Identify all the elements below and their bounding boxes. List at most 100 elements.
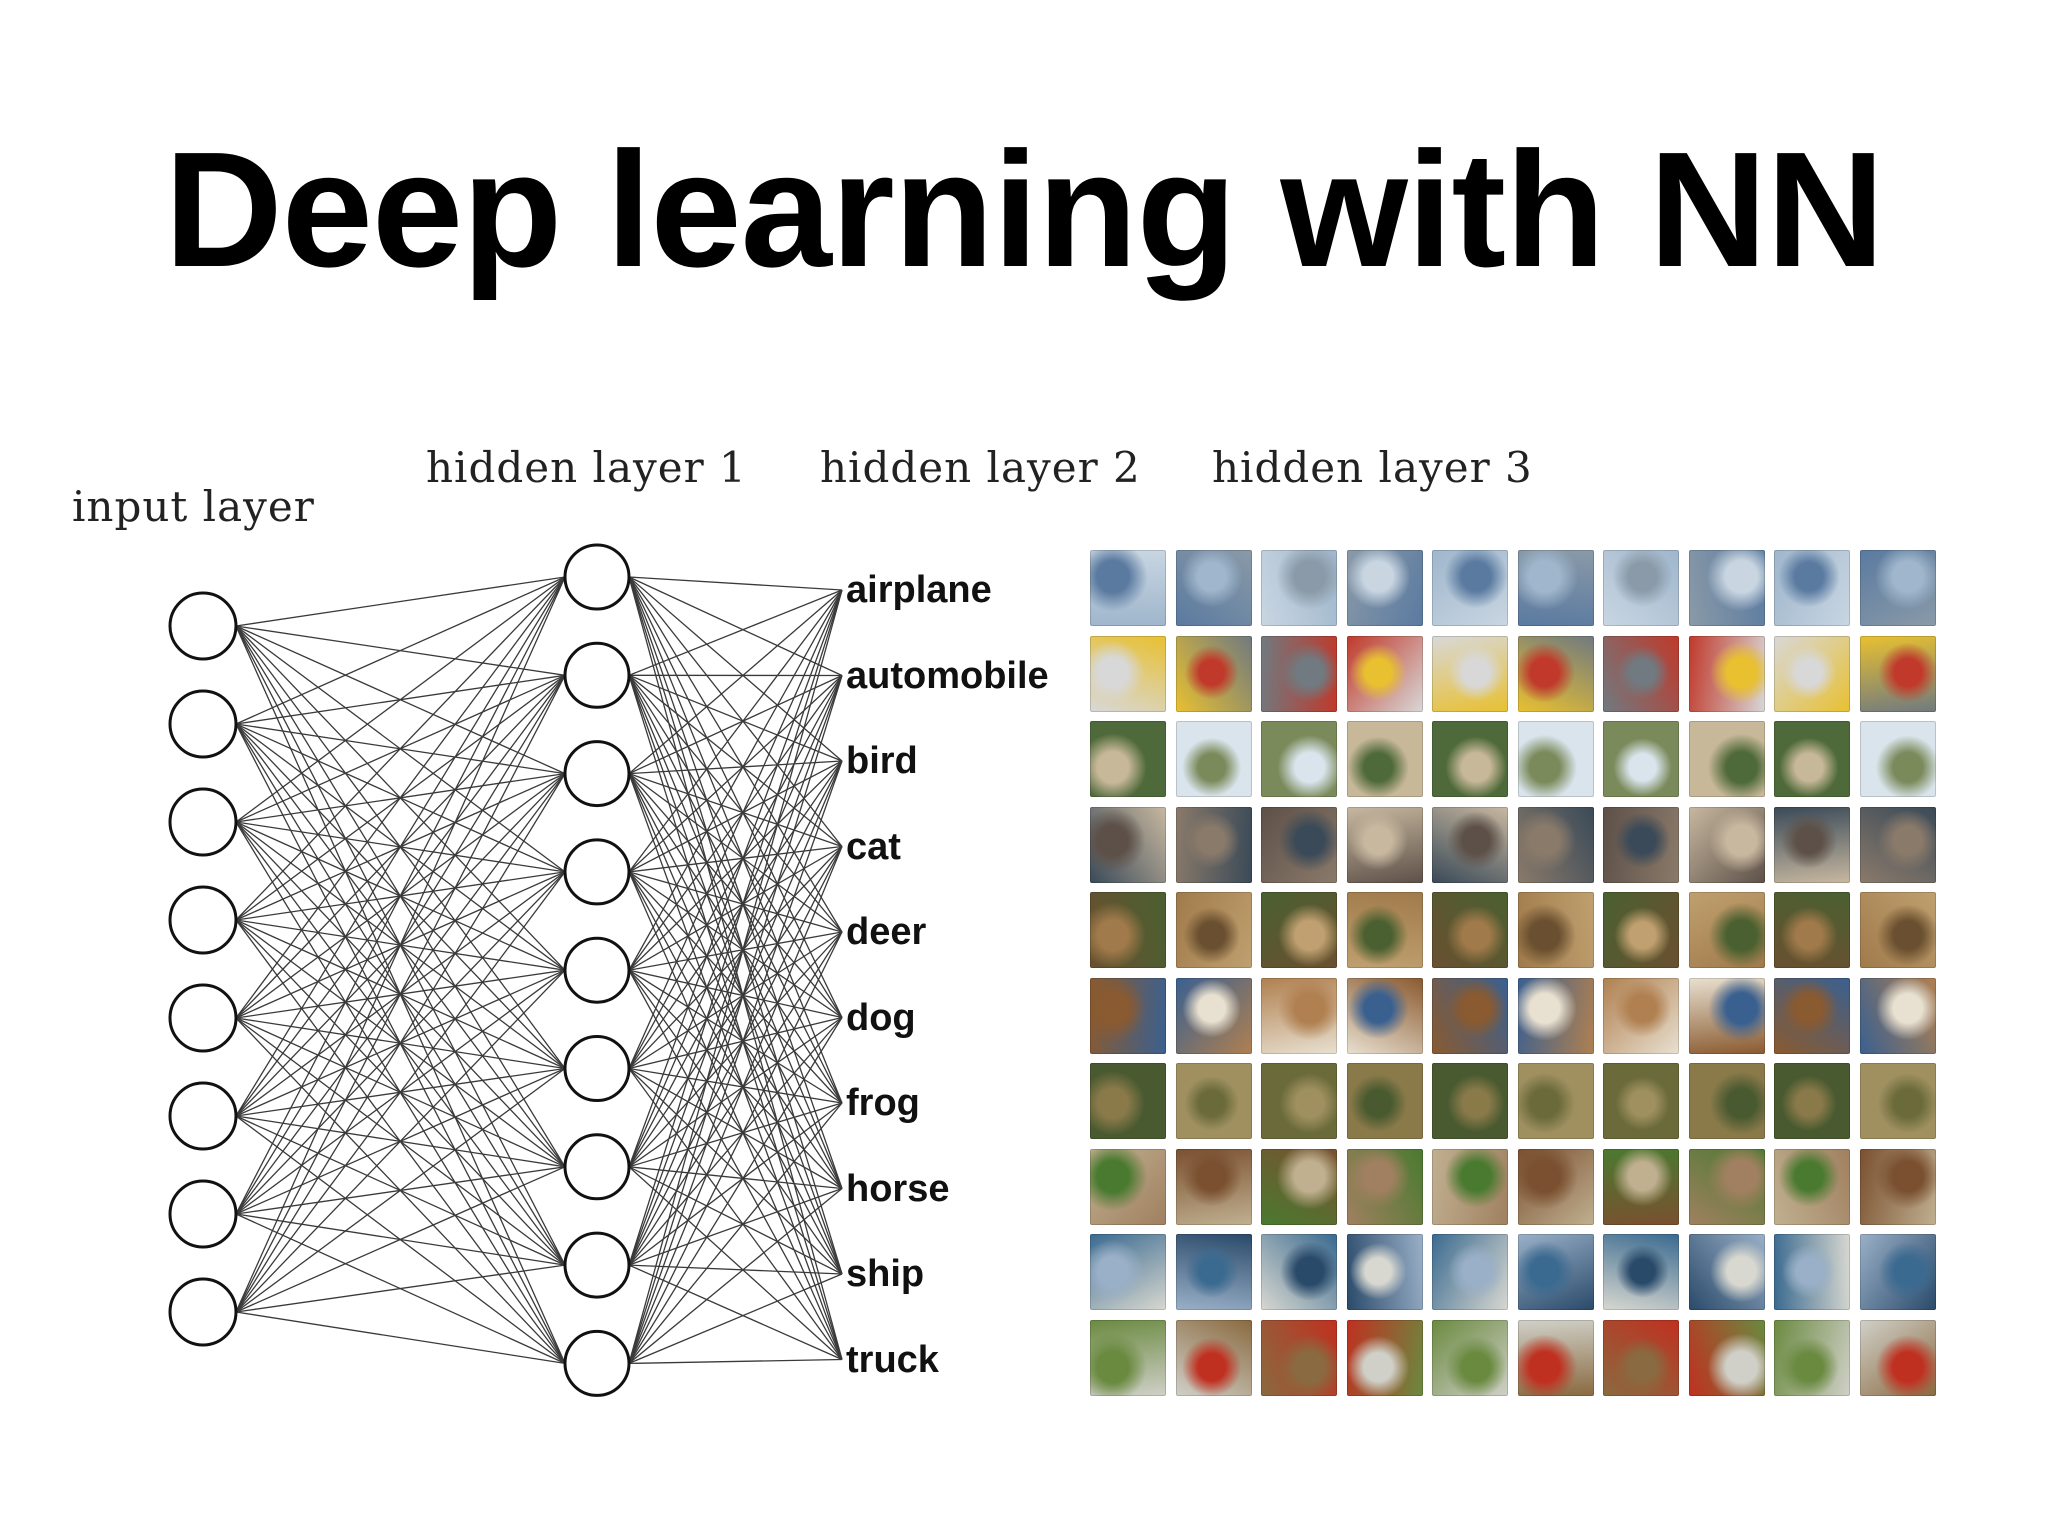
connection-line	[628, 773, 843, 1189]
connection-line	[628, 1264, 843, 1275]
connection-line	[628, 1273, 843, 1364]
connection-line	[628, 589, 843, 873]
sample-image-bird	[1688, 721, 1765, 797]
sample-image-truck	[1688, 1319, 1765, 1396]
connection-line	[628, 674, 843, 848]
connection-line	[235, 576, 566, 627]
connection-line	[628, 1187, 843, 1364]
hidden-node	[563, 936, 631, 1004]
connection-line	[628, 675, 843, 1266]
sample-image-horse	[1432, 1148, 1508, 1225]
connection-line	[235, 773, 566, 1313]
connection-line	[628, 1102, 843, 1168]
sample-image-airplane	[1517, 550, 1594, 626]
connection-line	[628, 1017, 843, 1364]
connection-line	[628, 576, 843, 762]
sample-image-dog	[1432, 977, 1508, 1054]
connection-line	[235, 576, 566, 1117]
class-label-airplane: airplane	[846, 569, 992, 611]
connection-line	[628, 760, 843, 1069]
connection-line	[628, 1187, 843, 1266]
sample-image-bird	[1774, 721, 1850, 797]
sample-image-ship	[1517, 1234, 1594, 1310]
sample-image-truck	[1432, 1319, 1508, 1396]
sample-image-truck	[1090, 1319, 1166, 1396]
connection-line	[628, 931, 843, 971]
connection-line	[628, 1016, 843, 1168]
sample-image-ship	[1603, 1234, 1679, 1310]
sample-image-airplane	[1175, 550, 1252, 626]
connection-line	[628, 589, 843, 1266]
sample-image-frog	[1859, 1063, 1936, 1139]
hidden-node	[563, 838, 631, 906]
sample-image-truck	[1261, 1319, 1337, 1396]
connection-line	[628, 576, 843, 933]
sample-image-cat	[1688, 806, 1765, 883]
hidden-node	[563, 543, 631, 611]
sample-image-truck	[1603, 1319, 1679, 1396]
sample-image-deer	[1517, 892, 1594, 968]
sample-image-automobile	[1090, 635, 1166, 712]
connection-line	[628, 871, 843, 1360]
connection-line	[628, 589, 843, 775]
connection-line	[628, 1068, 843, 1360]
connection-line	[628, 760, 843, 873]
connection-line	[628, 675, 843, 971]
connection-line	[628, 576, 843, 591]
sample-image-deer	[1603, 892, 1679, 968]
sample-image-airplane	[1774, 550, 1850, 626]
sample-image-horse	[1603, 1148, 1679, 1225]
connection-line	[628, 1017, 843, 1266]
input-node	[168, 1277, 238, 1347]
class-label-frog: frog	[846, 1082, 920, 1124]
connection-line	[628, 1358, 843, 1365]
connection-line	[628, 576, 843, 677]
connection-line	[628, 589, 843, 1364]
connection-line	[235, 969, 566, 1313]
sample-image-truck	[1175, 1319, 1252, 1396]
connection-line	[628, 589, 843, 971]
connection-line	[628, 871, 843, 933]
sample-image-bird	[1517, 721, 1594, 797]
sample-image-bird	[1261, 721, 1337, 797]
sample-image-truck	[1517, 1319, 1594, 1396]
connection-line	[628, 773, 843, 933]
connection-line	[628, 675, 843, 1189]
sample-image-automobile	[1346, 635, 1423, 712]
sample-image-frog	[1175, 1063, 1252, 1139]
connection-line	[628, 1068, 843, 1275]
sample-image-horse	[1517, 1148, 1594, 1225]
sample-image-horse	[1774, 1148, 1850, 1225]
sample-image-horse	[1090, 1148, 1166, 1225]
sample-image-bird	[1346, 721, 1423, 797]
connection-line	[628, 969, 843, 1019]
sample-image-automobile	[1859, 635, 1936, 712]
sample-image-cat	[1774, 806, 1850, 883]
connection-line	[628, 675, 843, 873]
connection-line	[628, 760, 843, 1168]
hidden-node	[563, 1329, 631, 1397]
sample-image-truck	[1346, 1319, 1423, 1396]
connection-line	[628, 674, 843, 933]
sample-image-deer	[1346, 892, 1423, 968]
connection-line	[628, 773, 843, 1360]
connection-line	[628, 846, 843, 1168]
sample-image-cat	[1346, 806, 1423, 883]
connection-line	[628, 773, 843, 1104]
sample-image-ship	[1346, 1234, 1423, 1310]
connection-line	[628, 845, 843, 971]
connection-line	[628, 871, 843, 1275]
sample-image-automobile	[1261, 635, 1337, 712]
connection-line	[628, 675, 843, 1069]
sample-image-automobile	[1603, 635, 1679, 712]
connection-line	[235, 1067, 566, 1313]
input-node	[168, 885, 238, 955]
sample-image-bird	[1090, 721, 1166, 797]
input-node	[168, 1081, 238, 1151]
connection-line	[628, 760, 843, 775]
sample-image-dog	[1261, 977, 1337, 1054]
sample-image-bird	[1859, 721, 1936, 797]
sample-image-automobile	[1432, 635, 1508, 712]
sample-image-dog	[1175, 977, 1252, 1054]
sample-image-horse	[1175, 1148, 1252, 1225]
